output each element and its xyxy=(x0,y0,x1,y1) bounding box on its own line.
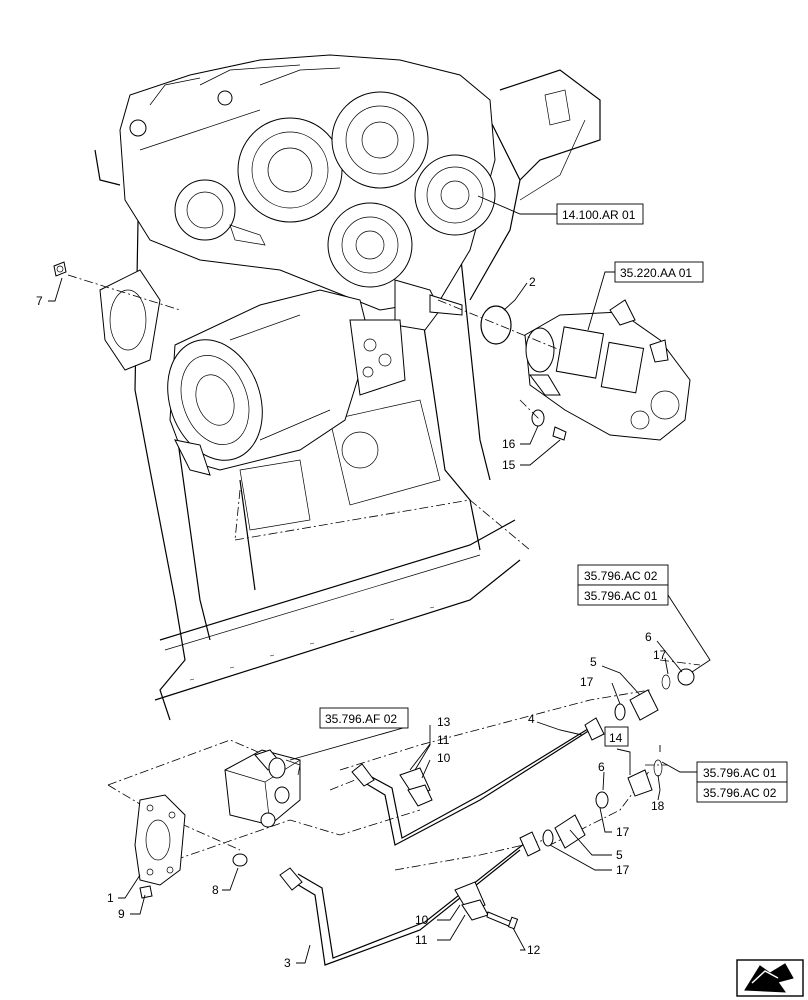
callout-6: 6 xyxy=(598,760,605,774)
svg-text:35.796.AC 02: 35.796.AC 02 xyxy=(584,569,658,583)
callout-2: 2 xyxy=(529,275,536,289)
callout-13: 13 xyxy=(437,715,451,729)
ref-box-35796af02[interactable]: 35.796.AF 02 xyxy=(319,707,409,729)
o-ring-part xyxy=(480,305,512,345)
callout-17: 17 xyxy=(616,863,630,877)
nut-8-part xyxy=(232,853,248,867)
leader-lines xyxy=(48,195,711,964)
callout-12: 12 xyxy=(527,943,541,957)
callout-1: 1 xyxy=(107,891,114,905)
ref-box-35796ac02-top[interactable]: 35.796.AC 02 xyxy=(577,564,669,586)
screw-12-part xyxy=(486,911,519,930)
tube-4-part xyxy=(351,717,605,846)
ref-box-35796ac01-right[interactable]: 35.796.AC 01 xyxy=(696,761,788,783)
ref-box-35796ac01-top[interactable]: 35.796.AC 01 xyxy=(577,584,669,606)
bolt-7-part xyxy=(53,261,67,277)
fitting-upper-part xyxy=(614,668,695,721)
callout-6: 6 xyxy=(645,630,652,644)
callout-17: 17 xyxy=(616,825,630,839)
svg-text:14.100.AR 01: 14.100.AR 01 xyxy=(562,208,636,222)
svg-text:35.796.AC 02: 35.796.AC 02 xyxy=(703,786,777,800)
callout-5: 5 xyxy=(590,655,597,669)
callout-16: 16 xyxy=(502,437,516,451)
callout-11: 11 xyxy=(415,933,428,947)
arrow-next-icon[interactable] xyxy=(736,959,804,997)
svg-text:14: 14 xyxy=(609,731,623,745)
bracket-plate-part xyxy=(134,794,186,886)
callout-15: 15 xyxy=(502,458,516,472)
ref-box-35220aa01[interactable]: 35.220.AA 01 xyxy=(614,261,704,283)
bolt-9-part xyxy=(139,885,153,899)
callout-11: 11 xyxy=(437,733,450,747)
ref-box-14[interactable]: 14 xyxy=(604,726,629,747)
callout-3: 3 xyxy=(284,956,291,970)
callout-17: 17 xyxy=(653,648,667,662)
svg-text:35.220.AA 01: 35.220.AA 01 xyxy=(620,266,692,280)
callout-7: 7 xyxy=(36,294,43,308)
svg-text:35.796.AF 02: 35.796.AF 02 xyxy=(325,712,397,726)
svg-text:35.796.AC 01: 35.796.AC 01 xyxy=(703,766,777,780)
callout-9: 9 xyxy=(118,907,125,921)
ref-box-14100ar01[interactable]: 14.100.AR 01 xyxy=(556,203,644,225)
callout-numbers: 2 7 16 15 6 17 5 17 4 13 11 10 6 18 17 5… xyxy=(36,275,667,970)
washer-bolt-15-16-part xyxy=(531,409,567,441)
drive-motor xyxy=(99,269,406,476)
callout-18: 18 xyxy=(651,799,665,813)
svg-text:35.796.AC 01: 35.796.AC 01 xyxy=(584,589,658,603)
callout-10: 10 xyxy=(415,913,429,927)
callout-5: 5 xyxy=(616,848,623,862)
fitting-right-part xyxy=(542,759,663,849)
tube-3-part xyxy=(279,831,541,966)
chassis-frame xyxy=(134,69,601,721)
callout-17: 17 xyxy=(580,675,594,689)
clamp-upper-part xyxy=(399,767,433,807)
hydraulic-pump xyxy=(524,299,691,441)
callout-4: 4 xyxy=(528,712,535,726)
valve-block-part xyxy=(224,749,301,828)
callout-10: 10 xyxy=(437,751,451,765)
ref-box-35796ac02-right[interactable]: 35.796.AC 02 xyxy=(696,781,788,803)
gearbox-housing xyxy=(94,54,496,331)
callout-8: 8 xyxy=(212,883,219,897)
clamp-lower-part xyxy=(454,881,489,921)
